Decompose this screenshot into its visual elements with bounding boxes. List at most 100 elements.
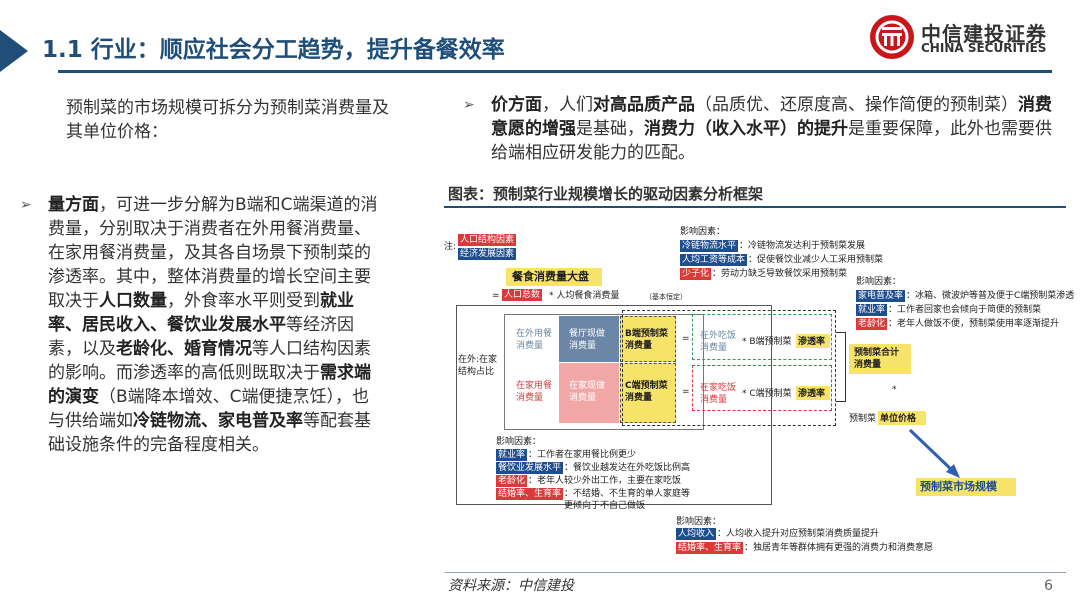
b-prefab-cell [620, 316, 676, 362]
market-size-label: 预制菜市场规模 [920, 480, 997, 493]
factor-tag: 餐饮业发展水平 [496, 462, 564, 474]
body-text: ，外食率水平则受到 [167, 291, 320, 311]
emphasis-text: 消费意愿的增强 [491, 95, 1052, 139]
price-factors-title: 影响因素： [676, 517, 722, 527]
b-formula-box [692, 314, 832, 360]
population-tag: 人口总数 [502, 289, 543, 301]
c-prefab-label: C端预制菜 消费量 [625, 381, 668, 403]
factor-tag: 人均工资等成本 [680, 254, 748, 266]
factor-tag: 结婚率、生育率 [496, 488, 564, 500]
catering-total-box [506, 268, 602, 286]
body-text: 等人口结构因素的影响。而渗透率的高低则既取决于 [48, 339, 371, 383]
factor-tag: 结婚率、生育率 [676, 542, 744, 554]
figure-title: 图表：预制菜行业规模增长的驱动因素分析框架 [448, 185, 764, 203]
factor-tag: 就业率 [856, 304, 888, 316]
emphasis-text: 人口数量 [99, 291, 167, 311]
prefab-group-box [622, 310, 836, 426]
b-penetration-highlight [796, 334, 830, 348]
emphasis-text: 消费力（收入水平）的提升 [644, 119, 848, 139]
logo-english: CHINA SECURITIES [921, 41, 1047, 55]
unit-price-highlight [878, 411, 926, 425]
source-note: 资料来源：中信建投 [448, 578, 574, 594]
emphasis-text: 就业率、居民收入、餐饮业发展水平 [48, 291, 354, 335]
emphasis-text: 需求端的演变 [48, 363, 371, 407]
legend-note-label: 注: [444, 242, 457, 252]
factor-tag: 就业率 [496, 449, 528, 461]
factor-tag: 冷链物流水平 [680, 240, 739, 252]
page-number: 6 [1044, 578, 1053, 594]
body-text: 等经济因素，以及 [48, 315, 354, 359]
arrow-to-market-icon [908, 428, 960, 478]
c-penetration-label: 渗透率 [798, 389, 826, 399]
population-note: （基本恒定） [645, 293, 687, 301]
c-equals: = [682, 387, 690, 397]
intro-text: 预制菜的市场规模可拆分为预制菜消费量及其单位价格： [66, 98, 389, 142]
factor-desc: ：促使餐饮业减少人工采用预制菜 [748, 255, 884, 265]
body-text: ，可进一步分解为B端和C端渠道的消费量，分别取决于消费者在外用餐消费量、在家用餐… [48, 195, 378, 311]
factor-desc: ：工作者回家也会倾向于简便的预制菜 [888, 305, 1042, 315]
driver-framework-diagram: 注: 人口结构因素 经济发展因素 影响因素： 冷链物流水平：冷链物流发达利于预制… [444, 210, 1074, 570]
right-factors-title: 影响因素： [856, 277, 902, 287]
legend-blue-tag: 经济发展因素 [458, 248, 517, 260]
body-text: 是重要保障，此外也需要供给端相应研发能力的匹配。 [491, 119, 1052, 163]
body-text: （品质优、还原度高、操作简便的预制菜） [695, 95, 1018, 115]
bottom-factors-title: 影响因素： [496, 437, 542, 447]
emphasis-text: 量方面 [48, 195, 99, 215]
factor-desc: ：冷链物流发达利于预制菜发展 [739, 241, 866, 251]
c-prefab-cell [620, 363, 676, 423]
factor-tag: 老龄化 [496, 475, 528, 487]
emphasis-text: 价方面 [491, 95, 542, 115]
quantity-bullet: ➢ 量方面，可进一步分解为B端和C端渠道的消费量，分别取决于消费者在外用餐消费量… [20, 193, 380, 457]
c-formula-prefix: * C端预制菜 [742, 389, 792, 399]
emphasis-text: 冷链物流、家电普及率 [133, 411, 303, 431]
unit-price-prefix: 预制菜 [849, 414, 877, 424]
market-size-box [916, 478, 1016, 496]
factor-desc: ：老年人做饭不便，预制菜使用率逐渐提升 [888, 319, 1060, 329]
page-title: 1.1 行业：顺应社会分工趋势，提升备餐效率 [42, 37, 505, 63]
population-eq: = [492, 291, 500, 301]
factor-tag: 少子化 [680, 268, 712, 280]
population-rest: * 人均餐食消费量 [549, 291, 620, 301]
body-text: 是基础， [576, 119, 644, 139]
price-bullet-text: 价方面，人们对高品质产品（品质优、还原度高、操作简便的预制菜）消费意愿的增强是基… [491, 93, 1055, 165]
figure-title-rule [444, 206, 1066, 208]
title-marker [0, 30, 28, 72]
factor-desc: ：工作者在家用餐比例更少 [528, 450, 637, 460]
b-prefab-label: B端预制菜 消费量 [625, 329, 668, 351]
factor-tag: 人均收入 [676, 528, 717, 540]
c-formula-box [692, 365, 832, 411]
factor-desc: ：餐饮业越发达在外吃饭比例高 [564, 463, 691, 473]
bullet-arrow-icon: ➢ [20, 197, 32, 213]
unit-price-label: 单位价格 [880, 414, 917, 424]
factor-desc: ：劳动力缺乏导致餐饮采用预制菜 [712, 269, 848, 279]
home-cook-label: 在家现做 消费量 [569, 381, 606, 403]
quantity-bullet-text: 量方面，可进一步分解为B端和C端渠道的消费量，分别取决于消费者在外用餐消费量、在… [48, 193, 380, 457]
home-cook-cell [559, 363, 619, 423]
legend-red-tag: 人口结构因素 [458, 234, 517, 246]
top-factors-title: 影响因素： [680, 227, 726, 237]
factor-desc: ：冰箱、微波炉等普及便于C端预制菜渗透 [906, 291, 1075, 301]
b-formula-prefix: * B端预制菜 [742, 337, 792, 347]
framework-outer-box [456, 305, 772, 505]
total-highlight [849, 344, 911, 374]
restaurant-cell [559, 316, 619, 362]
multiply-sign: * [892, 385, 897, 395]
factor-tag: 家电普及率 [856, 290, 906, 302]
factor-desc: ：独居青年等群体拥有更强的消费力和消费意愿 [744, 543, 934, 553]
bullet-arrow-icon: ➢ [463, 97, 475, 113]
outer-structure-label: 在外:在家 结构占比 [458, 355, 498, 377]
b-right-pre: 在外吃饭 消费量 [700, 331, 737, 353]
factor-desc: ：不结婚、不生育的单人家庭等 更倾向于不自己做饭 [564, 489, 691, 511]
c-right-pre: 在家吃饭 消费量 [700, 383, 737, 405]
body-text: （B端降本增效、C端便捷烹饪），也与供给端如 [48, 387, 370, 431]
title-underline [58, 70, 1052, 73]
total-bracket [836, 332, 846, 402]
matrix-box [504, 314, 704, 430]
body-text: ，人们 [542, 95, 593, 115]
price-bullet: ➢ 价方面，人们对高品质产品（品质优、还原度高、操作简便的预制菜）消费意愿的增强… [463, 93, 1055, 165]
b-penetration-label: 渗透率 [798, 337, 826, 347]
eat-home-label: 在家用餐 消费量 [516, 381, 553, 403]
restaurant-label: 餐厅现做 消费量 [569, 329, 606, 351]
emphasis-text: 对高品质产品 [593, 95, 695, 115]
logo-name: 中信建投证券 [921, 22, 1047, 46]
